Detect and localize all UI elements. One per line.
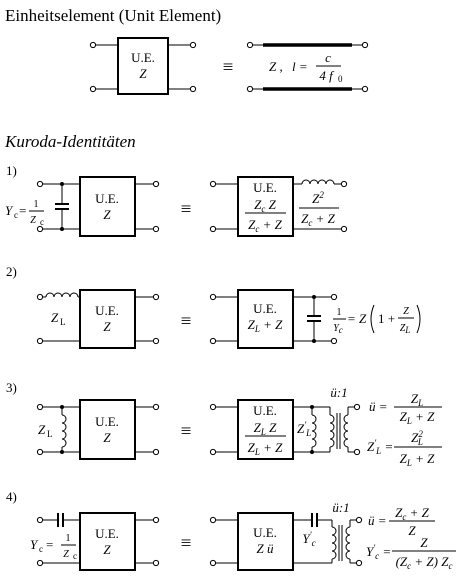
svg-text:Z: Z: [63, 549, 69, 560]
line-length-label: l =: [292, 59, 308, 74]
identity-number: 4): [6, 489, 17, 504]
ue-box: [237, 399, 294, 460]
svg-text:U.E.: U.E.: [253, 180, 277, 195]
svg-text:U.E.: U.E.: [95, 526, 119, 541]
transformer-primary-icon: [331, 526, 337, 560]
svg-text:Z: Z: [103, 430, 111, 445]
svg-text:ZL + Z: ZL + Z: [248, 317, 284, 334]
svg-text:Y: Y: [30, 537, 39, 552]
svg-text:Z: Z: [103, 207, 111, 222]
svg-text:c: c: [73, 551, 77, 561]
inductor-icon: [301, 179, 335, 185]
svg-text:4 f: 4 f: [319, 68, 335, 83]
transformer-secondary-icon: [345, 526, 351, 560]
svg-text:≡: ≡: [181, 533, 192, 554]
svg-text:1 +: 1 +: [378, 311, 395, 326]
svg-text:L: L: [47, 429, 53, 439]
svg-text:Z: Z: [408, 523, 416, 538]
svg-text:Z: Z: [51, 310, 59, 325]
identity-1: 1) Y c = 1 Z c U.E. Z ≡ U.E. Zc Z Zc + Z: [5, 163, 348, 237]
svg-text:1: 1: [66, 533, 71, 544]
svg-text:≡: ≡: [181, 311, 192, 332]
kuroda-title: Kuroda-Identitäten: [4, 132, 136, 151]
identity-2: 2) Z L U.E. Z ≡ U.E. ZL + Z 1 Yc = Z 1 +: [6, 264, 421, 349]
svg-text:Y: Y: [5, 203, 14, 218]
svg-text:Zc + Z: Zc + Z: [248, 217, 283, 234]
transformer-ratio: ü:1: [330, 385, 347, 400]
svg-text:Z2: Z2: [312, 190, 324, 206]
svg-text:U.E.: U.E.: [95, 303, 119, 318]
svg-text:ZL: ZL: [400, 323, 411, 335]
svg-text:0: 0: [338, 74, 343, 84]
svg-text:= Z: = Z: [347, 311, 367, 326]
svg-text:1: 1: [337, 307, 342, 318]
ue-box: [79, 176, 136, 237]
line-impedance-label: Z ,: [269, 59, 283, 74]
page-title: Einheitselement (Unit Element): [5, 6, 221, 25]
svg-text:Z'L =: Z'L =: [367, 438, 393, 456]
transformer-ratio: ü:1: [332, 500, 349, 515]
svg-text:Zc + Z: Zc + Z: [395, 505, 430, 522]
svg-text:ZL + Z: ZL + Z: [400, 409, 436, 426]
svg-text:Yc: Yc: [333, 323, 343, 335]
svg-text:c: c: [40, 217, 44, 227]
inductor-icon: [45, 292, 79, 298]
svg-text:Zc Z: Zc Z: [254, 197, 276, 214]
svg-text:ü =: ü =: [369, 399, 388, 414]
svg-text:U.E.: U.E.: [95, 414, 119, 429]
identity-3: 3) Z L U.E. Z ≡ U.E. ZL Z ZL + Z Z'L: [6, 380, 442, 468]
svg-text:Zc + Z: Zc + Z: [301, 211, 336, 228]
svg-text:L: L: [60, 317, 66, 327]
svg-text:(Zc + Z) Zc: (Zc + Z) Zc: [396, 554, 453, 571]
svg-text:Z'L: Z'L: [297, 420, 311, 438]
svg-text:=: =: [19, 203, 26, 218]
svg-text:Z: Z: [420, 535, 428, 550]
identity-number: 3): [6, 380, 17, 395]
svg-text:c: c: [325, 50, 331, 65]
svg-text:ZL Z: ZL Z: [254, 420, 278, 437]
identity-4: 4) Y c = 1 Z c U.E. Z ≡ U.E. Z ü Y'c: [6, 489, 456, 571]
svg-text:Z ü: Z ü: [257, 541, 274, 556]
transformer-secondary-icon: [343, 414, 349, 448]
svg-text:Y'c =: Y'c =: [366, 543, 391, 561]
ue-box: [237, 176, 294, 237]
ue-box: [79, 512, 136, 571]
ue-box: [117, 37, 169, 95]
identity-number: 2): [6, 264, 17, 279]
svg-text:ZL: ZL: [411, 391, 423, 408]
svg-text:Z: Z: [38, 422, 46, 437]
identity-number: 1): [6, 163, 17, 178]
svg-text:Z2L: Z2L: [411, 429, 423, 447]
svg-text:≡: ≡: [181, 421, 192, 442]
inductor-icon: [311, 414, 317, 448]
svg-text:U.E.: U.E.: [253, 525, 277, 540]
svg-text:ZL + Z: ZL + Z: [248, 440, 284, 457]
svg-text:=: =: [46, 537, 53, 552]
svg-text:c: c: [39, 544, 43, 554]
svg-text:≡: ≡: [181, 199, 192, 220]
svg-text:Z: Z: [103, 319, 111, 334]
svg-text:Y'c: Y'c: [302, 530, 315, 548]
unit-element-definition: U.E. Z ≡ Z , l = c 4 f 0: [89, 37, 369, 95]
svg-text:U.E.: U.E.: [95, 191, 119, 206]
ue-box-label: U.E.: [131, 50, 155, 65]
ue-box: [79, 399, 136, 460]
inductor-icon: [61, 414, 67, 448]
svg-text:ZL + Z: ZL + Z: [400, 451, 436, 468]
ue-box: [79, 289, 136, 349]
ue-box-impedance: Z: [139, 66, 147, 81]
svg-text:Z: Z: [403, 306, 409, 317]
equivalence-sign: ≡: [223, 57, 234, 78]
ue-box: [237, 289, 294, 349]
svg-text:Z: Z: [30, 215, 36, 226]
svg-text:U.E.: U.E.: [253, 301, 277, 316]
svg-text:ü =: ü =: [368, 513, 387, 528]
transformer-primary-icon: [329, 414, 335, 448]
ue-box: [237, 512, 294, 571]
svg-text:Z: Z: [103, 542, 111, 557]
svg-text:c: c: [14, 210, 18, 220]
svg-text:U.E.: U.E.: [253, 403, 277, 418]
svg-text:1: 1: [34, 199, 39, 210]
